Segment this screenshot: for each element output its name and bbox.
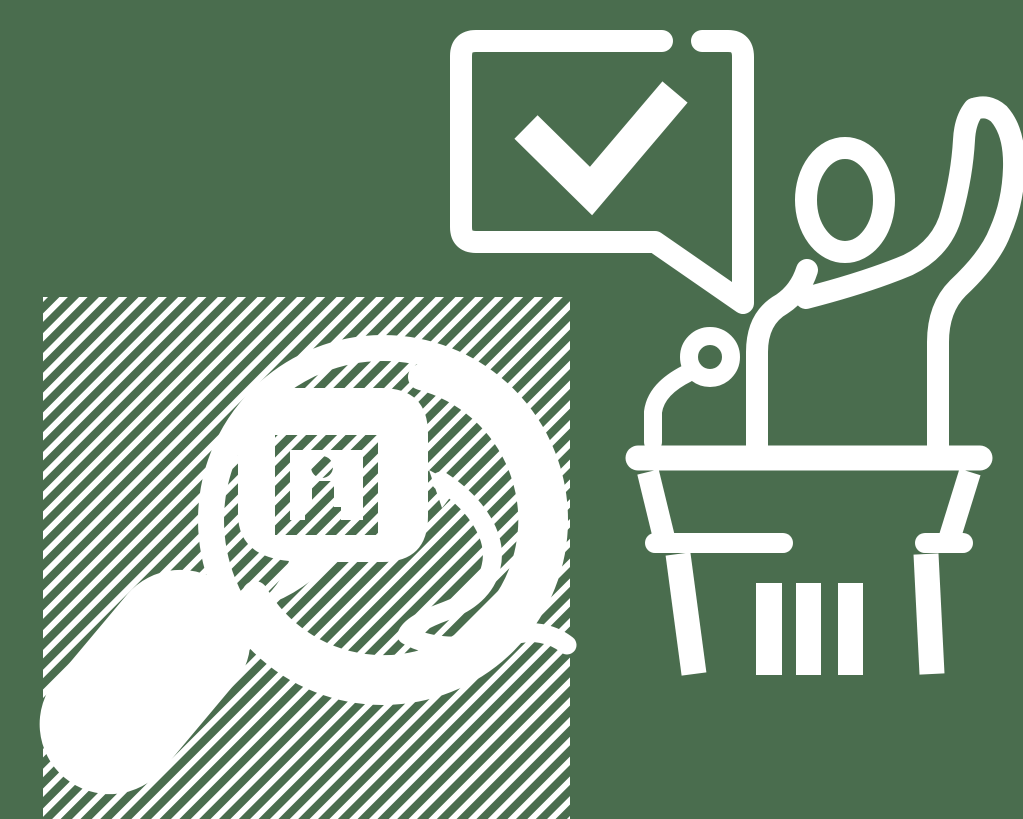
info-i-icon	[305, 456, 341, 520]
arrow-head-icon	[429, 470, 459, 508]
magnifier-handle	[39, 569, 251, 795]
microphone-icon	[644, 327, 740, 451]
torso-left-outline	[746, 259, 818, 457]
check-bubble-outline	[450, 30, 754, 314]
podium-left-leg	[665, 552, 707, 676]
podium-grate	[756, 583, 863, 675]
podium-right-slant	[937, 468, 981, 547]
speaker-head	[795, 137, 895, 263]
speaker-figure	[644, 96, 1023, 457]
checkmark-icon	[514, 81, 688, 216]
circular-arrow-dashed-arc	[431, 374, 523, 460]
magnifier-info-bubble	[39, 335, 577, 795]
raised-arm-inner	[795, 98, 985, 309]
circular-arrow-outer-arc	[242, 364, 545, 682]
magnifier-ring	[198, 335, 568, 705]
info-square-icon	[275, 435, 378, 535]
raised-arm-outer	[927, 96, 1023, 457]
podium	[625, 445, 993, 676]
check-speech-bubble	[450, 30, 754, 314]
podium-right-leg	[913, 553, 945, 675]
